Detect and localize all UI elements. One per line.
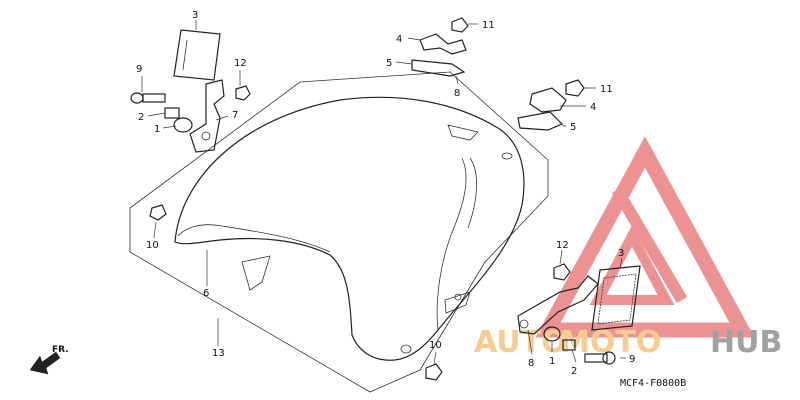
stay-bracket-right — [517, 275, 599, 335]
bracket-4-right — [529, 87, 567, 113]
assembly-boundary — [129, 71, 549, 393]
bracket-4-top — [419, 33, 467, 55]
bracket-5-right — [517, 111, 564, 131]
callout-4-right: 4 — [590, 102, 596, 113]
bolt-right — [584, 351, 616, 365]
callout-9-left: 9 — [136, 64, 142, 75]
callout-8-top: 8 — [454, 88, 460, 99]
callout-10-bottom: 10 — [429, 340, 442, 351]
reflector-top — [173, 29, 221, 81]
leader-lines — [141, 20, 626, 365]
watermark: AUTO MOTO HUB — [474, 136, 782, 360]
callout-labels: 3 9 12 2 1 7 10 6 13 4 5 11 8 11 4 5 12 … — [136, 10, 635, 377]
watermark-text-hub: HUB — [710, 325, 782, 360]
stay-bracket-left — [189, 79, 225, 153]
collar-left — [164, 107, 180, 119]
nut-top-left — [235, 85, 251, 101]
callout-10-left: 10 — [146, 240, 159, 251]
callout-4-top: 4 — [396, 34, 402, 45]
callout-11-right: 11 — [600, 84, 613, 95]
bolt-10-left — [149, 204, 167, 221]
callout-13: 13 — [212, 348, 225, 359]
callout-2-left: 2 — [138, 112, 144, 123]
callout-5-top: 5 — [386, 58, 392, 69]
callout-12-left: 12 — [234, 58, 247, 69]
callout-7: 7 — [232, 110, 238, 121]
grommet-left — [173, 117, 193, 133]
screw-11-right — [565, 79, 585, 97]
callout-1-bottom: 1 — [549, 356, 555, 367]
callout-5-right: 5 — [570, 122, 576, 133]
callout-3-top: 3 — [192, 10, 198, 21]
callout-8-bottom: 8 — [528, 358, 534, 369]
collar-right — [562, 339, 576, 351]
direction-label: FR. — [52, 345, 69, 355]
callout-1-left: 1 — [154, 124, 160, 135]
screw-11-top — [451, 17, 469, 33]
drawing-code: MCF4-F0800B — [620, 378, 686, 389]
front-fender — [174, 96, 525, 361]
bolt-10-bottom — [425, 363, 443, 381]
front-direction-indicator: FR. — [29, 345, 69, 375]
nut-12-right — [553, 263, 571, 281]
callout-2-bottom: 2 — [571, 366, 577, 377]
reflector-right — [591, 265, 641, 331]
bolt-left — [130, 92, 166, 104]
callout-9-bottom: 9 — [629, 354, 635, 365]
front-arrow-icon — [29, 351, 61, 375]
callout-11-top: 11 — [482, 20, 495, 31]
callout-12-right: 12 — [556, 240, 569, 251]
callout-6: 6 — [203, 288, 209, 299]
watermark-text-moto: MOTO — [560, 325, 661, 360]
bracket-5-top — [411, 59, 466, 77]
callout-3-right: 3 — [618, 248, 624, 259]
grommet-right — [543, 326, 561, 342]
